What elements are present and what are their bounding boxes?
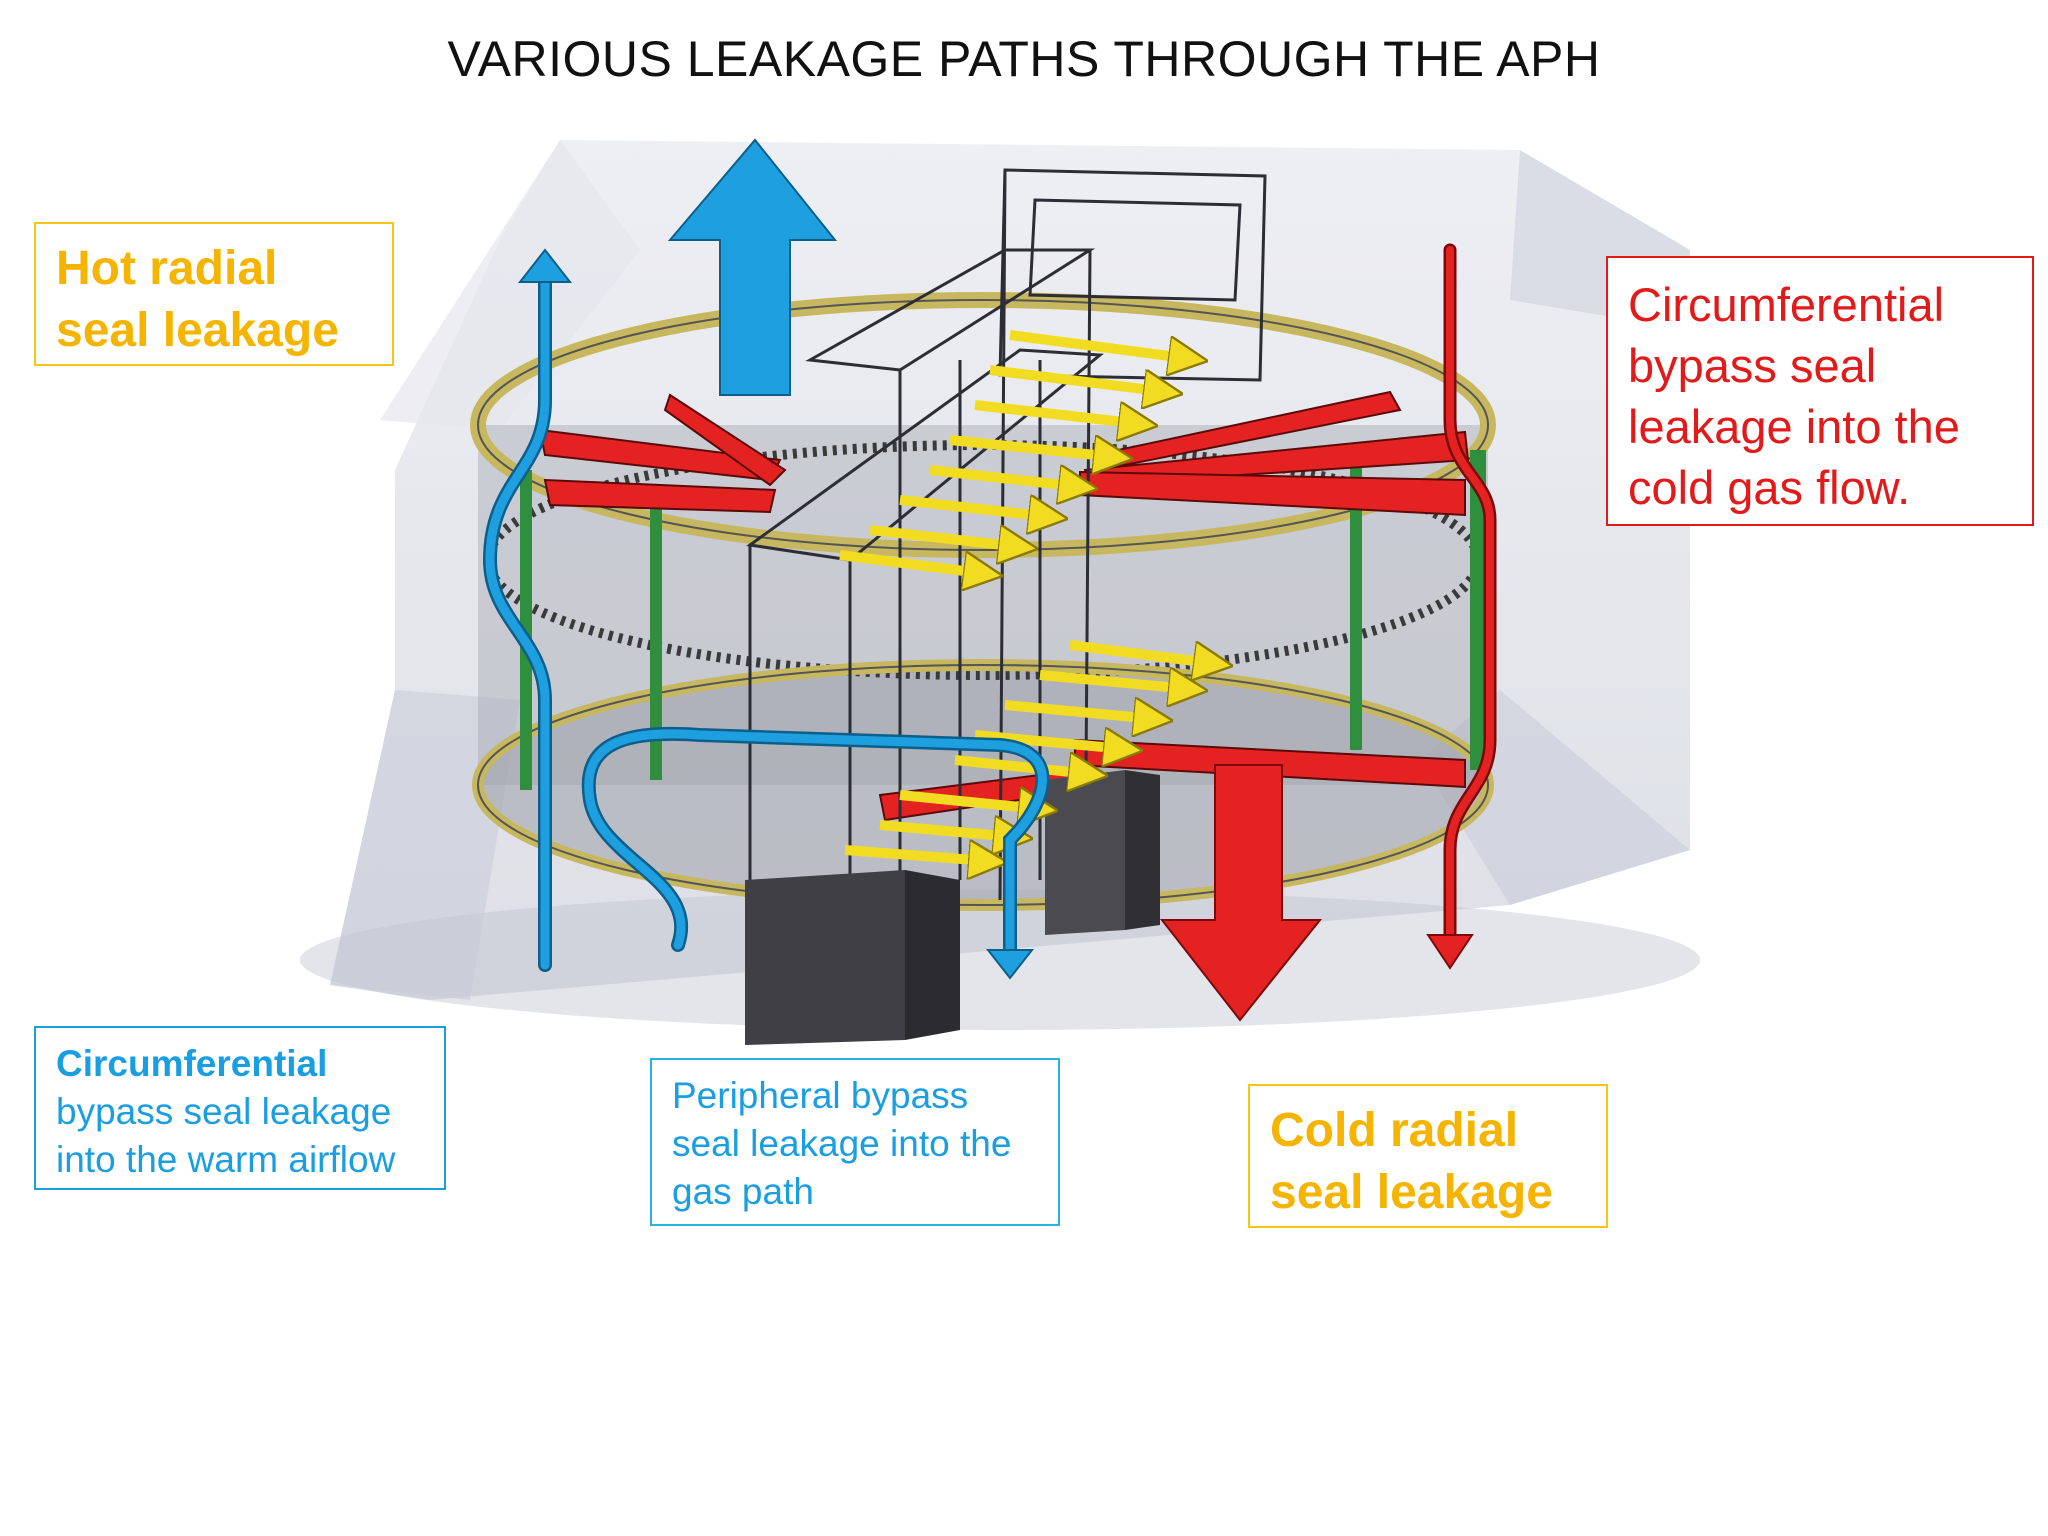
circ-air-arrowhead <box>985 949 1035 980</box>
label-line: cold gas flow. <box>1628 461 1911 514</box>
label-line: Cold radial <box>1270 1104 1519 1157</box>
label-circumferential-cold-gas: Circumferential bypass seal leakage into… <box>1606 256 2034 526</box>
label-line: leakage into the <box>1628 400 1960 453</box>
label-line: into the warm airflow <box>56 1139 396 1180</box>
label-cold-radial-seal-leakage: Cold radial seal leakage <box>1248 1084 1608 1228</box>
label-line: Circumferential <box>56 1043 328 1084</box>
label-line: bypass seal leakage <box>56 1091 392 1132</box>
gas-outlet-arrow <box>1159 764 1323 1022</box>
air-outlet-arrow <box>667 138 838 396</box>
hot-radial-arrowhead <box>517 248 573 283</box>
base-supports <box>745 770 1160 1045</box>
radial-leakage-arrows <box>839 330 1225 862</box>
circ-gas-arrowhead <box>1426 934 1474 970</box>
label-line: gas path <box>672 1171 814 1212</box>
label-circumferential-warm-air: Circumferential bypass seal leakage into… <box>34 1026 446 1190</box>
label-peripheral-bypass: Peripheral bypass seal leakage into the … <box>650 1058 1060 1226</box>
label-hot-radial-seal-leakage: Hot radial seal leakage <box>34 222 394 366</box>
label-line: Hot radial <box>56 242 278 295</box>
label-line: Peripheral bypass <box>672 1075 969 1116</box>
diagram-title: VARIOUS LEAKAGE PATHS THROUGH THE APH <box>447 31 1601 87</box>
label-line: Circumferential <box>1628 278 1945 331</box>
label-line: seal leakage <box>1270 1166 1553 1219</box>
label-line: seal leakage into the <box>672 1123 1012 1164</box>
air-flow-arrows <box>667 138 838 396</box>
label-line: seal leakage <box>56 304 339 357</box>
label-line: bypass seal <box>1628 339 1877 392</box>
sector-plates <box>538 390 1470 822</box>
